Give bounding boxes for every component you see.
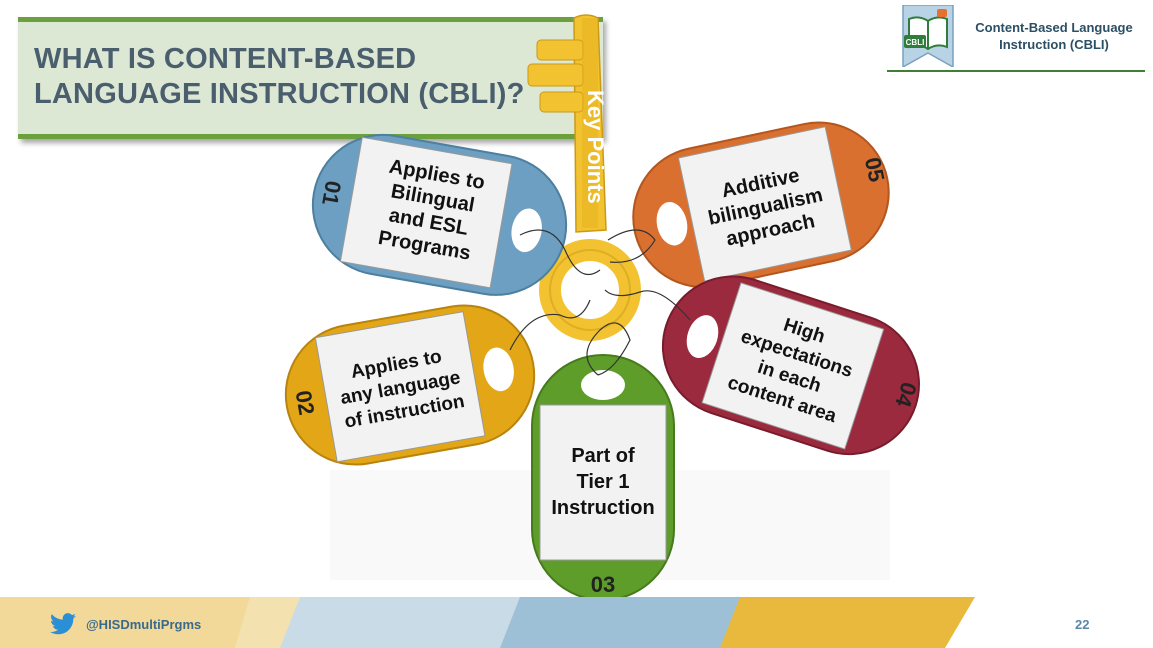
tag-02-number: 02 [291,389,320,417]
key-tag-02: 02 Applies to any language of instructio… [284,304,536,466]
connector-strings [509,229,691,376]
key-tag-01: 01 Applies to Bilingual and ESL Programs [311,133,568,296]
key-tag-05: 05 Additive bilingualism approach [632,121,890,289]
footer-decoration [0,597,1153,648]
twitter-icon[interactable] [50,613,76,635]
key-tag-03: Part of Tier 1 Instruction 03 [531,354,675,601]
golden-key: Key Points [527,14,641,341]
twitter-handle[interactable]: @HISDmultiPrgms [86,617,202,632]
tag-03-line-1: Part of [571,445,635,467]
title-line-2: LANGUAGE INSTRUCTION (CBLI)? [34,78,525,110]
page-title: WHAT IS CONTENT-BASED LANGUAGE INSTRUCTI… [34,42,554,112]
logo-title: Content-Based Language Instruction (CBLI… [965,19,1143,53]
key-tag-04: 04 High expectations in each content are… [661,275,922,456]
title-banner: WHAT IS CONTENT-BASED LANGUAGE INSTRUCTI… [18,17,603,139]
page-number: 22 [1075,617,1090,632]
logo-badge-text: CBLI [906,38,925,47]
cbli-logo: CBLI Content-Based Language Instruction … [887,5,1145,72]
tag-03-line-3: Instruction [551,497,654,519]
key-label: Key Points [583,90,608,204]
tag-03-number: 03 [591,572,615,597]
tag-03-line-2: Tier 1 [577,471,630,493]
logo-line-2: Instruction (CBLI) [999,37,1109,52]
logo-line-1: Content-Based Language [975,20,1133,35]
tag-05-number: 05 [860,155,890,184]
title-line-1: WHAT IS CONTENT-BASED [34,43,417,75]
book-icon: CBLI [902,5,954,67]
footer-band [0,597,1153,648]
tag-01-number: 01 [317,179,346,207]
